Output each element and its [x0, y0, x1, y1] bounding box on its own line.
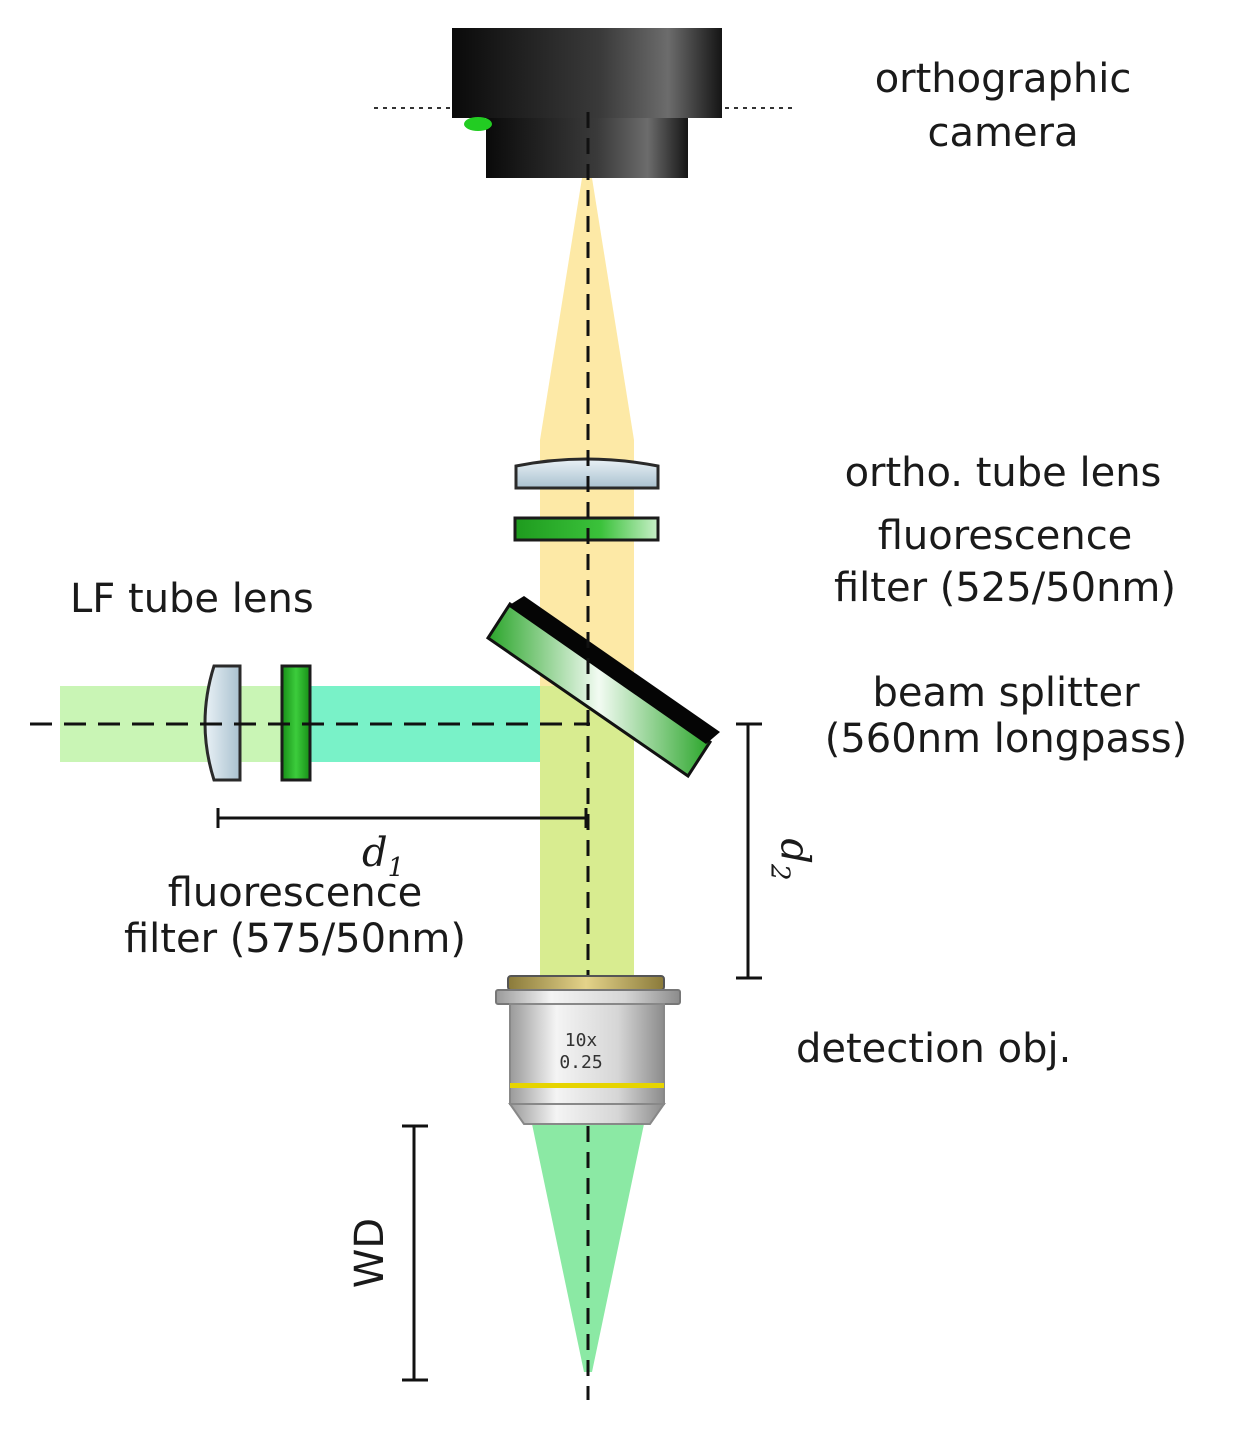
beam-splitter — [485, 601, 713, 779]
fluorescence-filter-575-line1: fluorescence — [167, 870, 423, 916]
camera-label-line2: camera — [927, 110, 1079, 156]
objective-tip — [508, 1103, 666, 1125]
beam-splitter-label: beam splitter (560nm longpass) — [776, 670, 1236, 762]
fluorescence-filter-525-line2: filter (525/50nm) — [833, 565, 1176, 611]
green-beam-cone — [532, 1124, 644, 1372]
d2-subscript: 2 — [764, 864, 795, 881]
d1-main: d — [362, 830, 388, 876]
objective-numerical-aperture: 0.25 — [559, 1052, 602, 1073]
d1-label: d1 — [362, 826, 404, 885]
fluorescence-filter-575-label: fluorescence filter (575/50nm) — [70, 870, 520, 962]
camera-led-icon — [464, 117, 492, 131]
ortho-tube-lens-label: ortho. tube lens — [844, 450, 1162, 496]
d2-label: d2 — [763, 820, 822, 900]
beam-splitter-coating — [508, 596, 720, 744]
beam-splitter-line1: beam splitter — [872, 670, 1140, 716]
beam-splitter-line2: (560nm longpass) — [824, 716, 1188, 762]
working-distance-label: WD — [347, 1217, 393, 1289]
camera-body — [452, 28, 722, 118]
detection-objective-label: detection obj. — [796, 1026, 1072, 1072]
fluorescence-filter-525-line1: fluorescence — [877, 513, 1133, 559]
objective-band — [510, 1083, 664, 1088]
objective-collar — [495, 989, 681, 1005]
lf-tube-lens — [203, 664, 242, 782]
lf-tube-lens-label: LF tube lens — [70, 576, 314, 622]
ortho-tube-lens — [514, 457, 660, 490]
d2-main: d — [771, 838, 818, 865]
d1-subscript: 1 — [387, 853, 405, 883]
objective-magnification: 10x — [565, 1030, 598, 1051]
fluorescence-filter-525-label: fluorescence filter (525/50nm) — [780, 510, 1230, 614]
fluorescence-filter-575-line2: filter (575/50nm) — [123, 916, 466, 962]
camera-label-line1: orthographic — [874, 56, 1132, 102]
camera-label: orthographic camera — [830, 52, 1176, 160]
objective-cap — [507, 975, 665, 991]
